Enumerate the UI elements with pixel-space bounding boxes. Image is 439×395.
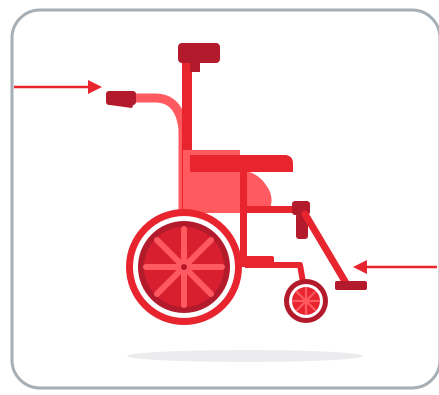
seat — [190, 155, 293, 172]
lower-frame — [240, 206, 300, 213]
footrest — [335, 281, 367, 290]
headrest-neck — [190, 60, 200, 72]
front-caster-wheel — [284, 279, 328, 323]
ground-shadow — [127, 350, 363, 362]
seat-frame-post — [240, 172, 247, 267]
axle-plate — [238, 256, 274, 264]
rear-wheel — [126, 209, 242, 325]
